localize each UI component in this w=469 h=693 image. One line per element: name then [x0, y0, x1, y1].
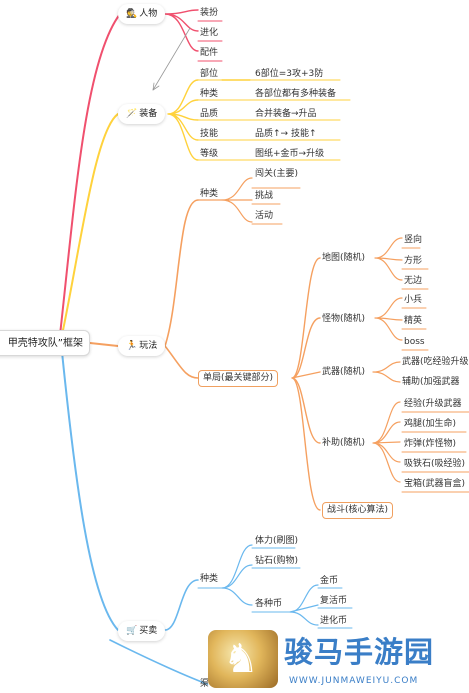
- weapon-child: 辅助(加强武器: [402, 377, 460, 387]
- weapon-node: 武器(随机): [322, 367, 366, 377]
- assist-child: 炸弹(炸怪物): [404, 439, 457, 449]
- root-node[interactable]: 甲壳特攻队”框架: [0, 330, 90, 356]
- character-child: 进化: [200, 28, 219, 38]
- equipment-child-label: 等级: [200, 149, 219, 159]
- map-child: 无边: [404, 276, 423, 286]
- branch-gameplay[interactable]: 🏃玩法: [118, 336, 166, 356]
- connector-root-shop: [61, 351, 119, 631]
- equipment-child-detail: 图纸+金币→升级: [255, 149, 325, 159]
- coin-child: 金币: [320, 576, 339, 586]
- shop-type: 钻石(购物): [255, 556, 299, 566]
- assist-child: 鸡腿(加生命): [404, 419, 457, 429]
- watermark-title: 骏马手游园: [284, 635, 435, 669]
- connector-shop-types: [164, 579, 199, 631]
- horse-icon: ♞: [223, 636, 259, 682]
- map-child: 竖向: [404, 235, 423, 245]
- map-node: 地图(随机): [322, 253, 366, 263]
- branch-shop[interactable]: 🛒买卖: [118, 621, 166, 641]
- connector-shop-bottom: [109, 639, 211, 686]
- connector-equipment-children: [167, 79, 199, 161]
- character-child: 装扮: [200, 8, 219, 18]
- shop-bottom-partial: 渠: [200, 679, 210, 689]
- connector-character-children: [164, 9, 199, 52]
- equipment-child-label: 品质: [200, 109, 219, 119]
- character-icon: 🕵: [126, 9, 138, 19]
- assist-child: 宝箱(武器盲盒): [404, 479, 466, 489]
- connector-gameplay-types: [164, 199, 199, 347]
- wand-icon: 🪄: [126, 109, 138, 119]
- equipment-child-label: 部位: [200, 69, 219, 79]
- assist-node: 补助(随机): [322, 438, 366, 448]
- monster-child: boss: [404, 337, 425, 347]
- coin-child: 进化币: [320, 616, 348, 626]
- gameplay-types-label: 种类: [200, 189, 219, 199]
- branch-character[interactable]: 🕵人物: [118, 4, 166, 24]
- battle-node[interactable]: 战斗(核心算法): [322, 502, 394, 519]
- move-arrow: [152, 27, 191, 91]
- connector-root-character: [59, 13, 121, 336]
- gameplay-type: 挑战: [255, 191, 274, 201]
- branch-character-label: 人物: [139, 9, 158, 19]
- branch-gameplay-label: 玩法: [139, 341, 158, 351]
- single-round-node[interactable]: 单局(最关键部分): [198, 370, 279, 387]
- assist-child: 吸铁石(吸经验): [404, 459, 466, 469]
- equipment-child-label: 种类: [200, 89, 219, 99]
- character-child: 配件: [200, 48, 219, 58]
- gameplay-type: 闯关(主要): [255, 169, 299, 179]
- runner-icon: 🏃: [126, 341, 138, 351]
- shop-type: 体力(刷图): [255, 536, 299, 546]
- map-child: 方形: [404, 256, 423, 266]
- shop-types-label: 种类: [200, 574, 219, 584]
- equipment-child-detail: 合并装备→升品: [255, 109, 317, 119]
- watermark-url: WWW.JUNMAWEIYU.COM: [289, 676, 419, 686]
- monster-child: 小兵: [404, 295, 423, 305]
- connector-root-gameplay: [89, 342, 119, 347]
- monster-node: 怪物(随机): [322, 314, 366, 324]
- equipment-child-detail: 品质↑→ 技能↑: [255, 129, 317, 139]
- equipment-child-detail: 各部位都有多种装备: [255, 89, 337, 99]
- coins-node: 各种币: [255, 599, 283, 609]
- monster-child: 精英: [404, 316, 423, 326]
- branch-shop-label: 买卖: [139, 626, 158, 636]
- coin-child: 复活币: [320, 596, 348, 606]
- branch-equipment-label: 装备: [139, 109, 158, 119]
- equipment-child-detail: 6部位=3攻+3防: [255, 69, 324, 79]
- connector-gameplay-single: [164, 345, 199, 379]
- weapon-child: 武器(吃经验升级: [402, 357, 469, 367]
- horse-logo: [208, 630, 278, 688]
- connector-root-equipment: [61, 113, 119, 336]
- equipment-child-label: 技能: [200, 129, 219, 139]
- cart-icon: 🛒: [126, 626, 138, 636]
- branch-equipment[interactable]: 🪄装备: [118, 104, 166, 124]
- gameplay-type: 活动: [255, 211, 274, 221]
- assist-child: 经验(升级武器: [404, 399, 462, 409]
